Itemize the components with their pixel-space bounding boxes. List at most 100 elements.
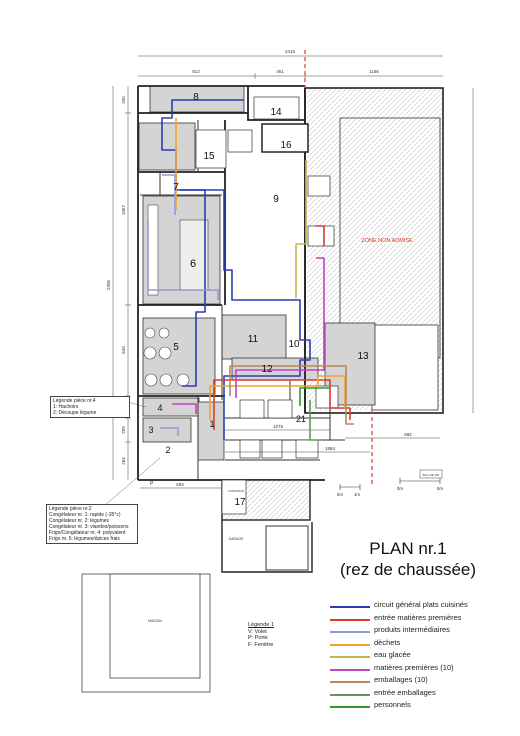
flow-legend-swatch [330,668,370,671]
legende-1-line: P: Porte [248,635,268,641]
room-15-area [195,129,227,169]
room-label-5: 5 [173,342,179,353]
legende-1: Légende 1 V: Volet P: Porte F: Fenêtre [248,622,274,648]
flow-circuit-plats [161,99,311,440]
tank-2 [158,327,170,339]
room-etuve-area [307,175,331,197]
room-label-9: 9 [273,194,279,205]
plan-title-line2: (rez de chaussée) [339,560,477,579]
room-16-area [261,123,309,153]
garage-walls [221,520,313,573]
plan-title-line1: PLAN nr.1 [369,539,447,558]
flow-legend-label: déchets [374,637,401,647]
dim-left-2: 1067 [121,204,126,215]
leader-line-4 [127,401,147,408]
flow-dechets [175,118,346,420]
legende-piece-4-line: 2: Découpe légume [53,410,97,416]
flow-matieres-premieres-2 [172,403,197,414]
tank-4 [158,346,172,360]
tank-1 [144,327,156,339]
garage-inner [265,525,309,571]
legende-1-title: Légende 1 [248,622,274,628]
dim-top-2: 461 [276,69,284,74]
flow-legend-swatch [330,693,370,696]
scale-label-1: 1m [354,492,361,497]
flow-legend-item: eau glacée [330,650,510,663]
scale-bars [339,478,441,490]
room-label-4: 4 [157,403,162,413]
room-label-15: 15 [203,151,215,162]
flow-personnels [299,387,330,406]
dim-top-1: 912 [192,69,200,74]
room-1-area [197,401,225,461]
room-17-inner [221,479,247,515]
room-label-8: 8 [193,92,199,103]
legende-piece-4: Légende pièce nr.4 1: Hachoirs 2: Découp… [50,396,130,418]
flow-intermediaires-2 [160,427,179,436]
room-label-17: 17 [234,497,246,508]
dim-left-total: 2305 [106,279,111,290]
flow-legend-swatch [330,606,370,608]
flow-matieres-premieres [235,257,325,398]
flow-legend-swatch [330,681,370,683]
flow-legend-item: emballages (10) [330,675,510,688]
room-cellule-area [307,225,335,247]
flow-entree-mp [213,379,351,430]
flow-legend-item: matières premières (10) [330,663,510,676]
flow-legend-item: déchets [330,638,510,651]
bac-de-tri-label: BAC DE TRI [423,473,440,477]
room-label-1: 1 [209,419,214,429]
flow-circuit-plats-2 [180,189,206,387]
maison-label: MAISON [148,619,162,623]
dim-left-5: 209 [121,426,126,434]
room-label-10: 10 [288,339,300,350]
legende-piece-2-line: Congélateur nr. 3: viandes/poissons [49,524,129,530]
maison-inner [109,573,201,679]
flow-legend-item: entrée emballages [330,688,510,701]
room-label-14: 14 [270,107,282,118]
tank-7 [176,373,190,387]
legende-piece-2-line: Frigo nr. 5: légumes/épices frais [49,536,120,542]
flow-legend-swatch [330,631,370,633]
legende-piece-4-line: 1: Hachoirs [53,404,79,410]
tank-6 [159,373,173,387]
room-label-21: 21 [296,414,306,424]
room-14-area [253,96,300,120]
flow-legend-label: eau glacée [374,650,411,659]
room-vestiaire-2 [267,399,293,419]
flow-legend-label: produits intermédiaires [374,625,450,634]
room-small-3 [295,439,319,459]
bac-de-tri-box [419,469,443,479]
flow-legend-item: circuit général plats cuisinés [330,600,510,613]
dim-left-1: 335 [121,96,126,104]
dim-top-total: 2415 [285,49,296,54]
room-label-11: 11 [248,334,259,345]
flow-legend-item: entrée matières premières [330,613,510,626]
plan-title: PLAN nr.1 (rez de chaussée) [318,538,498,580]
room-label-3: 3 [148,425,153,435]
legende-1-line: F: Fenêtre [248,641,274,648]
scale-label-5: 5m [437,486,444,491]
legende-piece-2-title: Légende pièce nr.2 [49,506,92,512]
flow-legend-item: produits intermédiaires [330,625,510,638]
flow-legend-label: matières premières (10) [374,662,454,672]
flow-legend-label: personnels [374,700,411,709]
dim-left-6: 264 [121,457,126,465]
workbench-6 [147,204,159,296]
room-label-12: 12 [261,364,273,375]
flow-emballages [229,365,354,425]
flow-legend-label: emballages (10) [374,675,428,684]
legende-piece-2: Légende pièce nr.2 Congélateur nr. 1: ra… [46,504,138,544]
flow-eau-glacee [295,160,307,298]
leader-line-2 [103,457,161,507]
room-label-7: 7 [173,182,179,193]
legende-piece-2-line: Congélateur nr. 1: rapide (-35°c) [49,512,121,518]
room-corridor-area [138,122,196,171]
scale-label-0b: 0m [397,486,404,491]
room-b1-area [227,129,253,153]
flow-legend-swatch [330,643,370,646]
flow-legend-swatch [330,656,370,658]
counter-6 [179,219,209,291]
